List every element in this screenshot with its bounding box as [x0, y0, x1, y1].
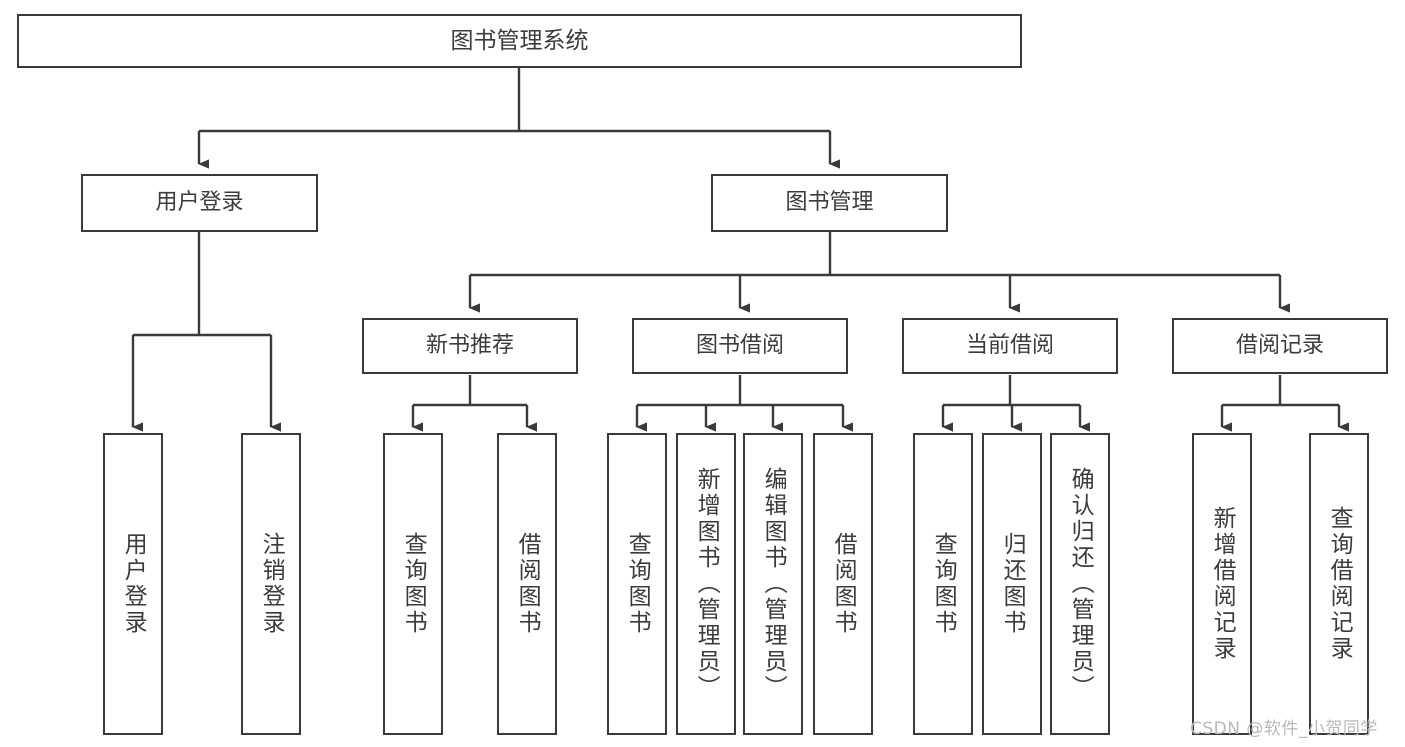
node-root-system[interactable]: 图书管理系统 [17, 14, 1022, 68]
node-label: 确认归还（管理员） [1067, 467, 1094, 701]
node-label: 借阅记录 [1235, 333, 1324, 359]
node-new-book-recommend[interactable]: 新书推荐 [362, 318, 578, 374]
node-label: 图书管理系统 [450, 27, 589, 54]
node-label: 归还图书 [999, 532, 1026, 636]
leaf-add-borrow-record[interactable]: 新增借阅记录 [1192, 433, 1252, 735]
leaf-query-book-recommend[interactable]: 查询图书 [383, 433, 443, 735]
leaf-user-login[interactable]: 用户登录 [103, 433, 163, 735]
node-label: 查询图书 [400, 532, 427, 636]
node-label: 查询图书 [930, 532, 957, 636]
node-label: 借阅图书 [830, 532, 857, 636]
node-label: 用户登录 [120, 532, 147, 636]
node-label: 当前借阅 [965, 333, 1054, 359]
node-label: 用户登录 [155, 190, 244, 216]
node-label: 图书借阅 [695, 333, 784, 359]
leaf-borrow-book-recommend[interactable]: 借阅图书 [497, 433, 557, 735]
leaf-logout[interactable]: 注销登录 [241, 433, 301, 735]
leaf-borrow-book[interactable]: 借阅图书 [813, 433, 873, 735]
node-borrow-record[interactable]: 借阅记录 [1172, 318, 1388, 374]
node-label: 查询图书 [624, 532, 651, 636]
node-book-management[interactable]: 图书管理 [711, 174, 948, 232]
leaf-confirm-return-admin[interactable]: 确认归还（管理员） [1050, 433, 1110, 735]
node-label: 注销登录 [258, 532, 285, 636]
leaf-query-borrow-record[interactable]: 查询借阅记录 [1309, 433, 1369, 735]
node-label: 新增借阅记录 [1209, 506, 1236, 662]
node-label: 新增图书（管理员） [693, 467, 720, 701]
leaf-query-book-borrow[interactable]: 查询图书 [607, 433, 667, 735]
leaf-edit-book-admin[interactable]: 编辑图书（管理员） [743, 433, 803, 735]
node-label: 借阅图书 [514, 532, 541, 636]
node-label: 图书管理 [785, 190, 874, 216]
leaf-add-book-admin[interactable]: 新增图书（管理员） [676, 433, 736, 735]
node-user-login[interactable]: 用户登录 [81, 174, 318, 232]
node-label: 查询借阅记录 [1326, 506, 1353, 662]
node-current-borrow[interactable]: 当前借阅 [902, 318, 1118, 374]
node-label: 编辑图书（管理员） [760, 467, 787, 701]
leaf-query-book-current[interactable]: 查询图书 [913, 433, 973, 735]
node-label: 新书推荐 [425, 333, 514, 359]
node-book-borrow[interactable]: 图书借阅 [632, 318, 848, 374]
leaf-return-book[interactable]: 归还图书 [982, 433, 1042, 735]
csdn-watermark: CSDN @软件_小贺同学 [1190, 719, 1378, 739]
